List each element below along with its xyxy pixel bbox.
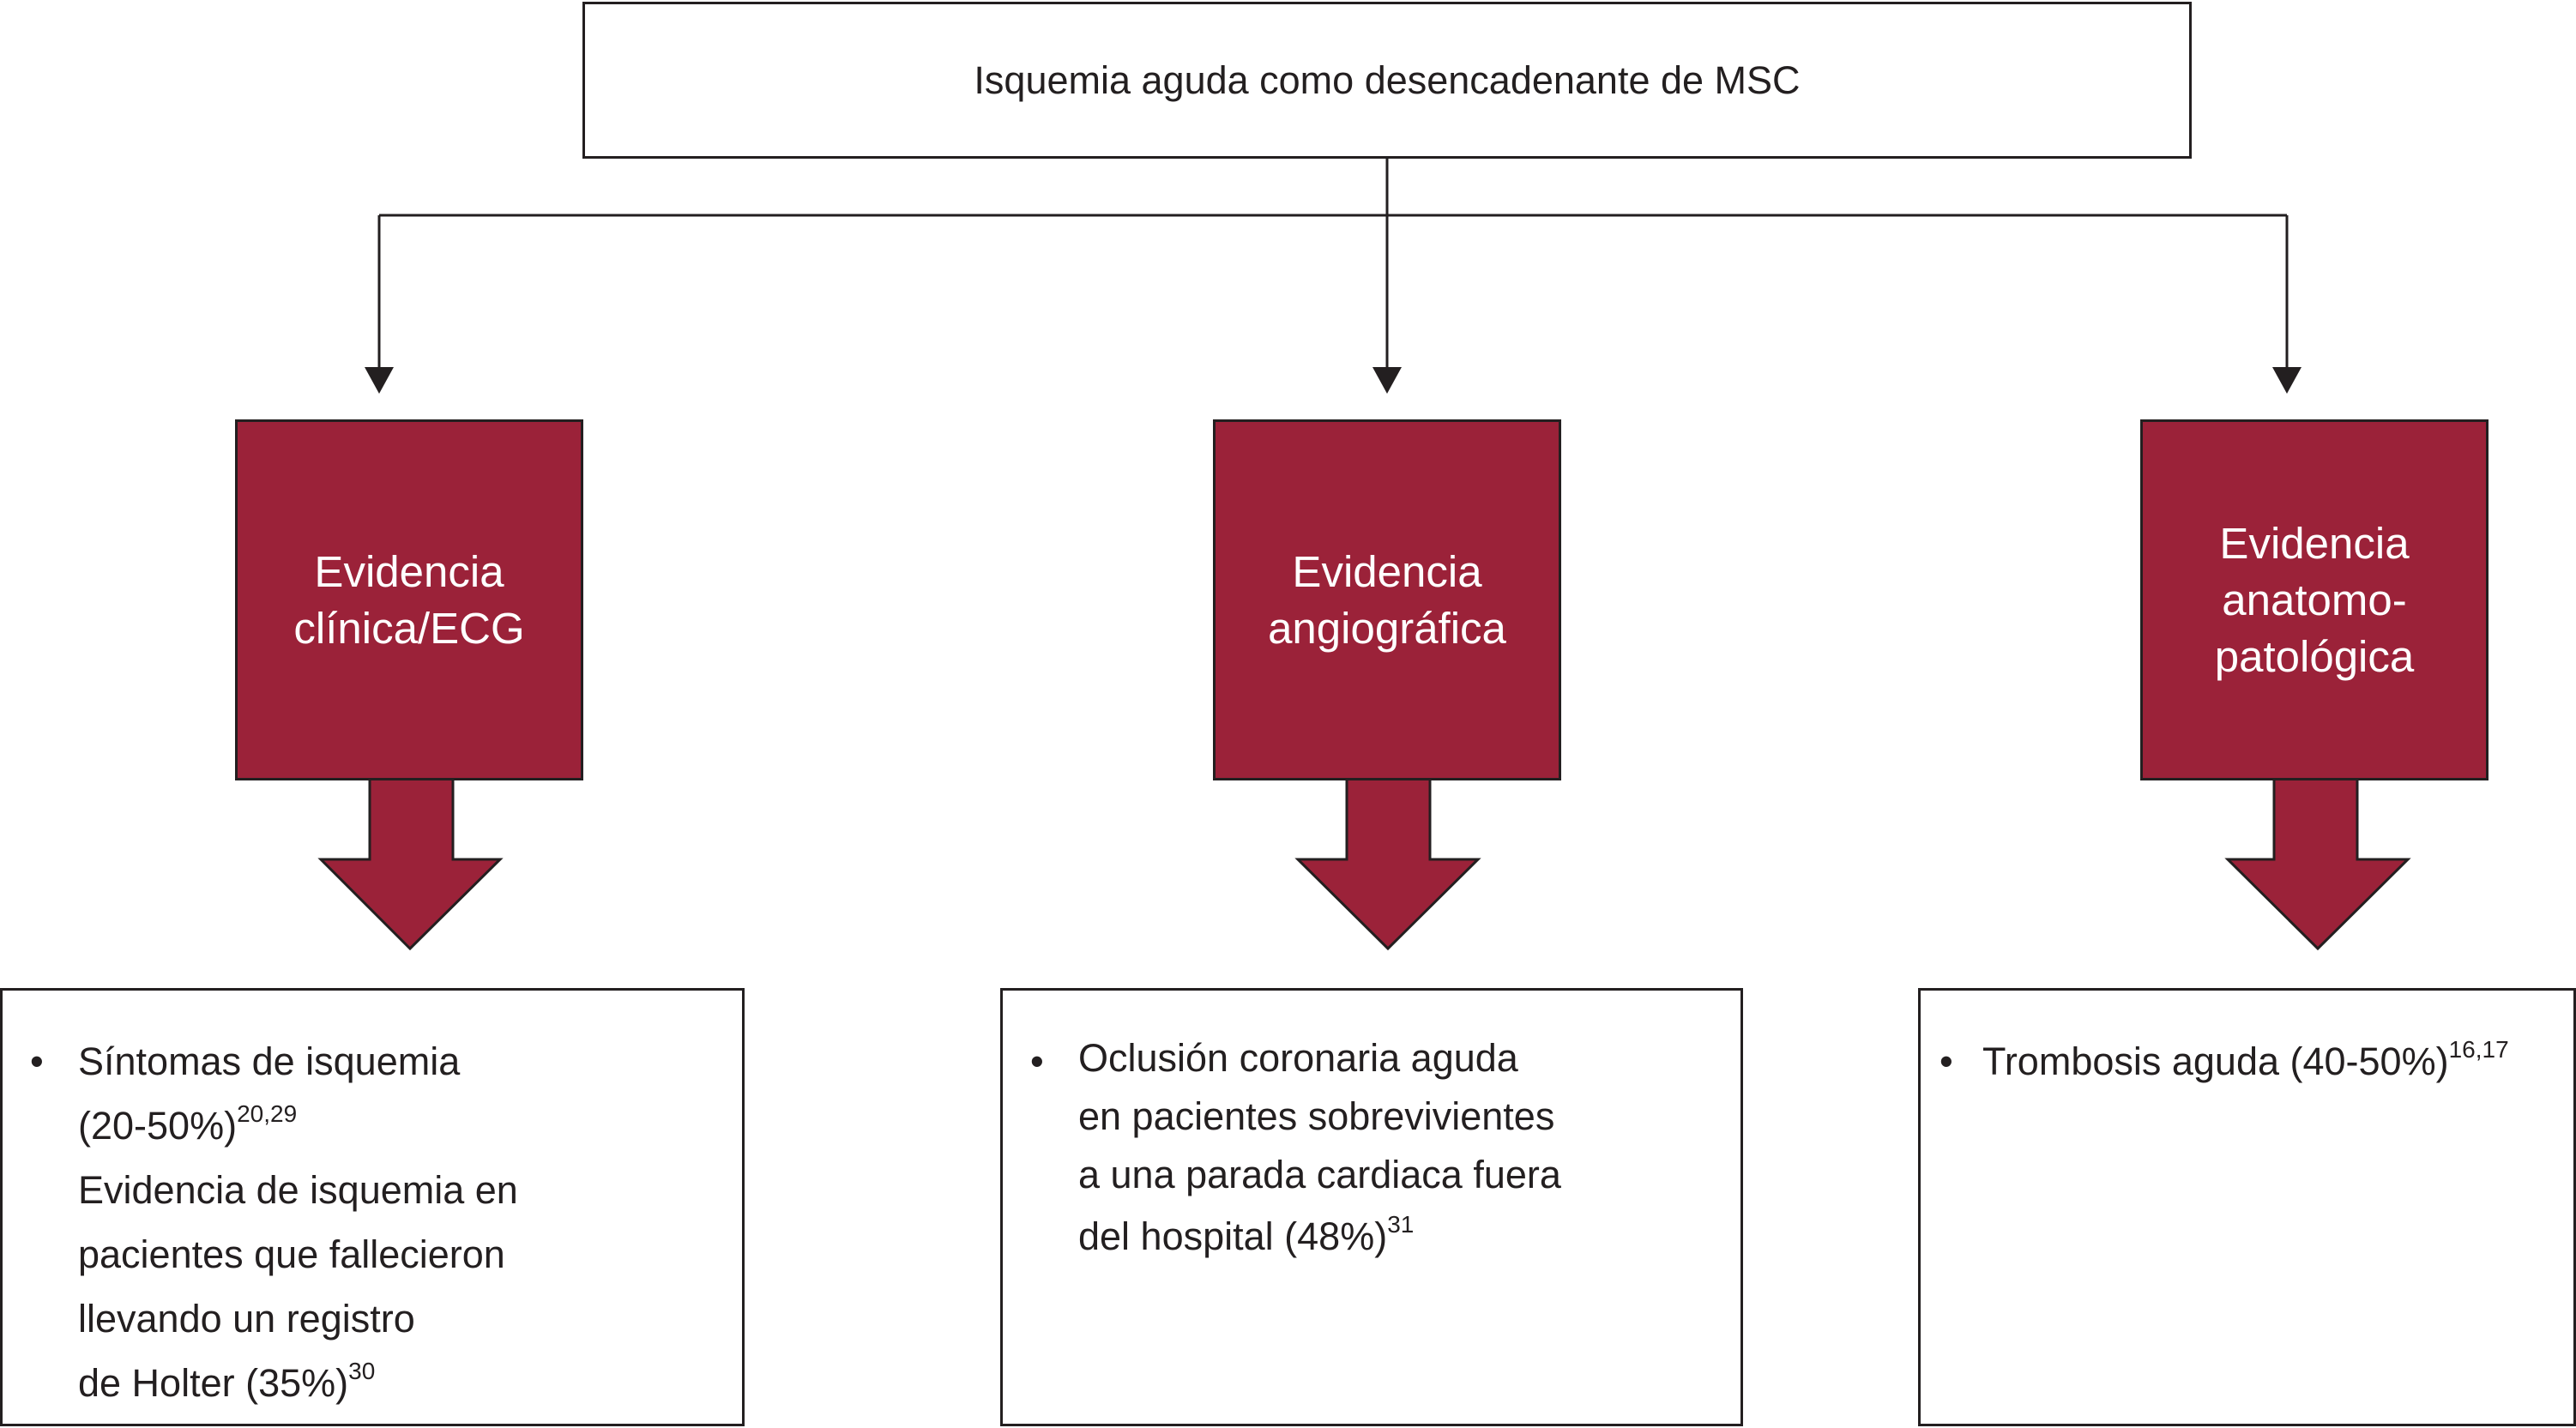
evidence-box-angiographic: Evidencia angiográfica	[1213, 419, 1561, 780]
arrowhead-center	[1372, 367, 1402, 394]
evidence-heading-line: Evidencia	[314, 546, 504, 596]
result-list-item: • Oclusión coronaria aguda en pacientes …	[1030, 1029, 1723, 1269]
result-box-angiographic: • Oclusión coronaria aguda en pacientes …	[1000, 988, 1743, 1426]
result-box-pathological: • Trombosis aguda (40-50%)16,17	[1918, 988, 2576, 1426]
result-line: del hospital (48%)	[1078, 1214, 1388, 1258]
arrowhead-left	[365, 367, 394, 394]
top-concept-box: Isquemia aguda como desencadenante de MS…	[582, 2, 2192, 159]
result-line: a una parada cardiaca fuera	[1078, 1153, 1561, 1196]
bullet-icon: •	[1030, 1039, 1044, 1083]
citation-superscript: 31	[1387, 1211, 1415, 1238]
evidence-heading-line: angiográfica	[1268, 603, 1506, 653]
result-line: en pacientes sobrevivientes	[1078, 1094, 1555, 1138]
result-line: Síntomas de isquemia	[78, 1039, 461, 1083]
evidence-heading-line: clínica/ECG	[293, 603, 525, 653]
evidence-heading-line: Evidencia	[1292, 546, 1482, 596]
diagram-title: Isquemia aguda como desencadenante de MS…	[974, 57, 1801, 102]
citation-superscript: 30	[348, 1358, 376, 1384]
block-arrow-left	[317, 770, 504, 951]
citation-superscript: 16,17	[2448, 1036, 2509, 1063]
arrowhead-right	[2272, 367, 2302, 394]
result-line: pacientes que fallecieron	[78, 1232, 505, 1276]
block-arrow-right	[2224, 770, 2411, 951]
block-arrow-center	[1294, 770, 1481, 951]
result-line: Evidencia de isquemia en	[78, 1168, 518, 1212]
evidence-box-pathological: Evidencia anatomo- patológica	[2140, 419, 2489, 780]
evidence-heading-line: Evidencia	[2219, 518, 2410, 568]
result-line: Trombosis aguda (40-50%)	[1982, 1039, 2449, 1083]
result-line: llevando un registro	[78, 1297, 415, 1341]
result-line: de Holter (35%)	[78, 1361, 349, 1405]
evidence-heading-line: patológica	[2214, 631, 2415, 681]
result-line: (20-50%)	[78, 1104, 238, 1148]
citation-superscript: 20,29	[237, 1100, 298, 1127]
bullet-icon: •	[1940, 1039, 1953, 1083]
result-list-item: • Trombosis aguda (40-50%)16,17	[1940, 1029, 2556, 1094]
bullet-icon: •	[30, 1039, 44, 1083]
result-list-item: • Síntomas de isquemia (20-50%)20,29 Evi…	[30, 1029, 725, 1415]
result-box-clinical: • Síntomas de isquemia (20-50%)20,29 Evi…	[0, 988, 745, 1426]
result-line: Oclusión coronaria aguda	[1078, 1036, 1518, 1080]
evidence-box-clinical: Evidencia clínica/ECG	[235, 419, 583, 780]
evidence-heading-line: anatomo-	[2222, 575, 2407, 624]
